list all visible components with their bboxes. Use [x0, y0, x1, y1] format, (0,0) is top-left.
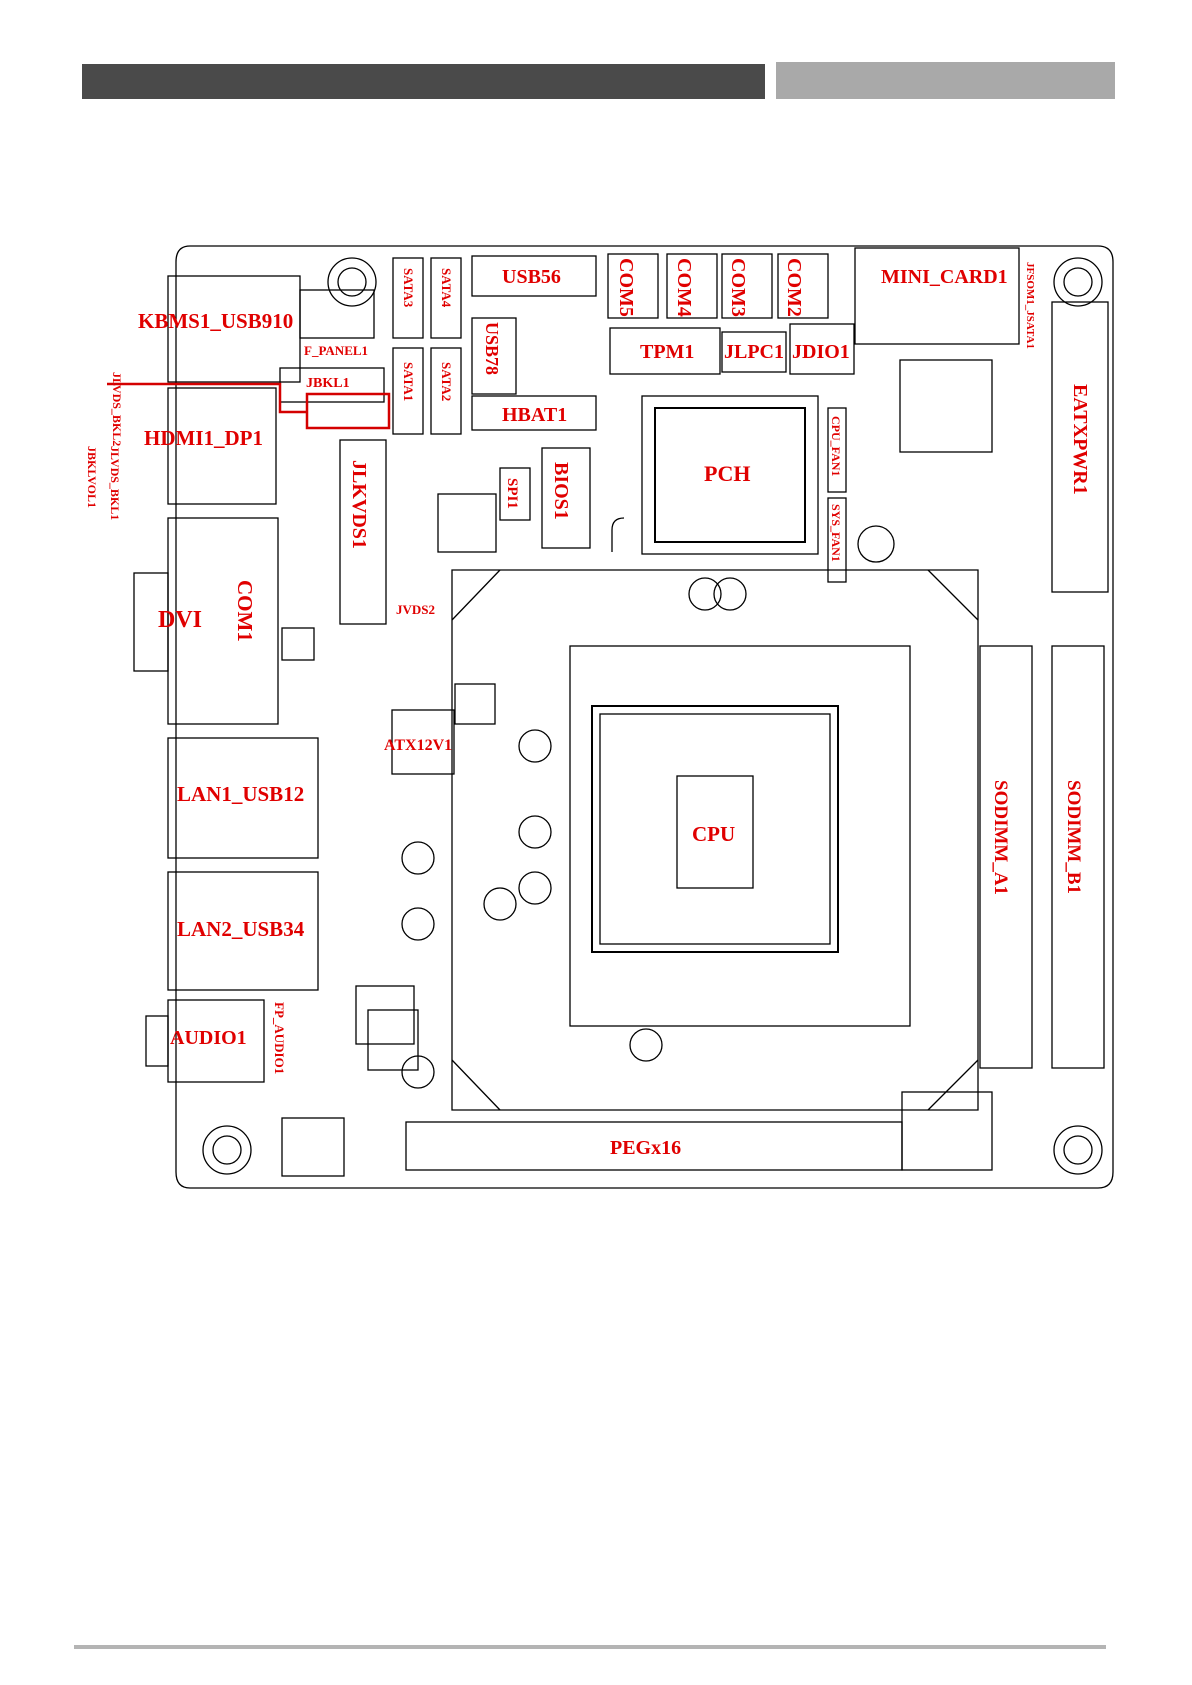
header-tab — [776, 62, 1115, 99]
label-f-panel: F_PANEL1 — [304, 343, 368, 358]
label-jdio: JDIO1 — [792, 341, 850, 363]
label-dvi: DVI — [158, 607, 202, 633]
cpu-die — [676, 775, 754, 889]
label-jlvds-bkl1: JLVDS_BKL1 — [108, 446, 122, 520]
label-usb78: USB78 — [482, 322, 502, 375]
label-jlpc: JLPC1 — [724, 341, 784, 363]
label-sata2: SATA2 — [439, 362, 454, 401]
bios-socket — [541, 447, 591, 549]
usb56-connector — [471, 255, 597, 297]
header-bar — [82, 64, 765, 99]
label-com2: COM2 — [783, 258, 805, 317]
eatxpwr-connector — [1051, 301, 1109, 593]
label-hdmi: HDMI1_DP1 — [144, 426, 263, 450]
label-sodimm-a: SODIMM_A1 — [990, 780, 1011, 895]
lan1-connector — [167, 737, 319, 859]
label-com4: COM4 — [673, 258, 695, 317]
label-jbkl: JBKL1 — [306, 376, 350, 391]
label-atx12v: ATX12V1 — [384, 737, 452, 754]
label-jfsom: JFSOM1_JSATA1 — [1024, 262, 1036, 349]
sata3-connector — [392, 257, 424, 339]
label-spi: SPI1 — [504, 478, 520, 509]
label-com3: COM3 — [727, 258, 749, 317]
label-sata3: SATA3 — [401, 268, 416, 308]
label-pch: PCH — [704, 461, 750, 486]
com3-connector — [721, 253, 773, 319]
footer-rule — [74, 1645, 1106, 1649]
leader-line — [107, 382, 307, 414]
atx12v-connector — [391, 709, 455, 775]
label-kbms: KBMS1_USB910 — [138, 309, 293, 333]
usb78-connector — [471, 317, 517, 395]
label-com1: COM1 — [233, 580, 257, 642]
label-peg: PEGx16 — [610, 1137, 681, 1159]
com2-connector — [777, 253, 829, 319]
pch-chip — [654, 407, 806, 543]
sata1-connector — [392, 347, 424, 435]
cpu-socket-frame — [451, 569, 979, 1111]
cpu-fan-connector — [827, 407, 847, 493]
label-cpu-fan: CPU_FAN1 — [829, 416, 843, 476]
label-sata1: SATA1 — [401, 362, 416, 401]
label-audio: AUDIO1 — [170, 1027, 247, 1049]
hbat-connector — [471, 395, 597, 431]
label-lan1: LAN1_USB12 — [177, 782, 304, 806]
jlpc-connector — [721, 331, 787, 373]
mini-card-slot — [854, 247, 1020, 345]
tpm-connector — [609, 327, 721, 375]
label-sata4: SATA4 — [439, 268, 454, 308]
sata2-connector — [430, 347, 462, 435]
sys-fan-connector — [827, 497, 847, 583]
sata4-connector — [430, 257, 462, 339]
label-eatxpwr: EATXPWR1 — [1069, 384, 1091, 495]
lan2-connector — [167, 871, 319, 991]
label-jvds2: JVDS2 — [396, 602, 435, 617]
label-sys-fan: SYS_FAN1 — [829, 504, 843, 562]
label-hbat: HBAT1 — [502, 404, 567, 426]
label-cpu: CPU — [692, 822, 735, 846]
label-jbklvol: JBKLVOL1 — [85, 446, 99, 508]
jlkvds-connector — [339, 439, 387, 625]
label-jlvds-bkl2: JLVDS_BKL2 — [110, 372, 124, 446]
com4-connector — [666, 253, 718, 319]
label-sodimm-b: SODIMM_B1 — [1063, 780, 1084, 894]
label-fp-audio: FP_AUDIO1 — [272, 1002, 287, 1074]
sodimm-a-slot — [979, 645, 1033, 1069]
label-mini-card: MINI_CARD1 — [881, 266, 1008, 288]
label-jlkvds: JLKVDS1 — [348, 460, 370, 549]
label-bios: BIOS1 — [550, 462, 572, 520]
com5-connector — [607, 253, 659, 319]
label-tpm: TPM1 — [640, 341, 694, 363]
board-outline — [175, 245, 1114, 1189]
label-com5: COM5 — [615, 258, 637, 317]
spi-connector — [499, 467, 531, 521]
jdio-connector — [789, 323, 855, 375]
label-lan2: LAN2_USB34 — [177, 917, 305, 941]
label-usb56: USB56 — [502, 266, 561, 288]
hdmi-connector — [167, 387, 277, 505]
sodimm-b-slot — [1051, 645, 1105, 1069]
jlvds-highlight-box — [305, 392, 391, 430]
